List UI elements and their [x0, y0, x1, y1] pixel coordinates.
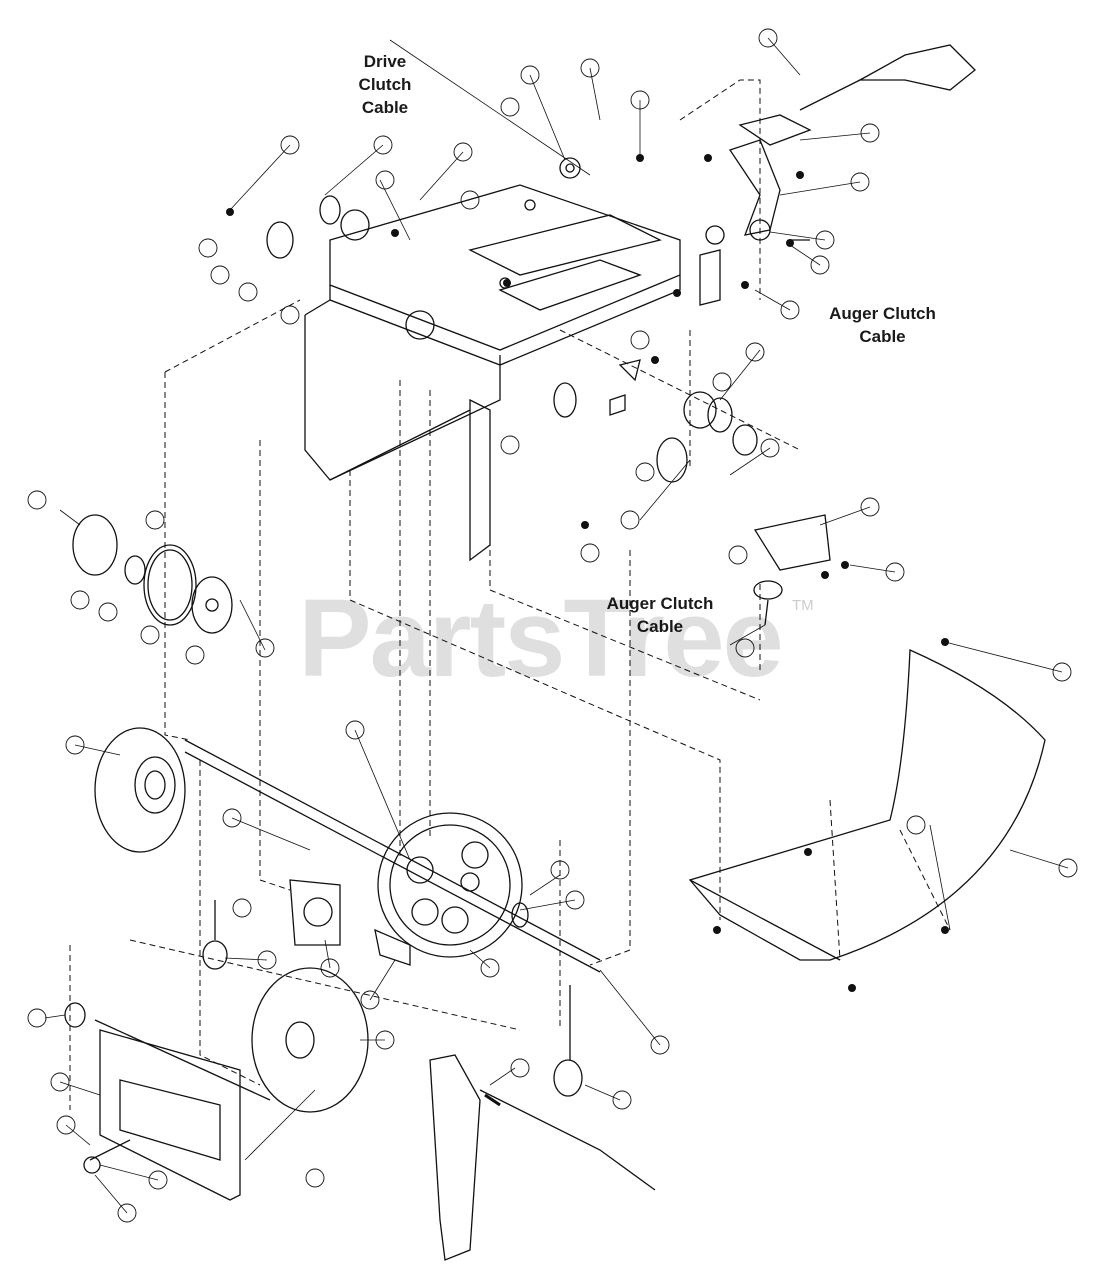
drive-clutch-cable-line3: Cable	[361, 98, 409, 117]
hardware-nuts	[226, 154, 949, 992]
drive-clutch-cable-line2: Clutch	[358, 75, 412, 94]
auger-clutch-cable-upper-line1: Auger Clutch	[829, 304, 936, 323]
auger-clutch-cable-lower-line2: Cable	[636, 617, 684, 636]
lower-bracket-cable	[429, 1054, 656, 1261]
auger-clutch-cable-upper-line2: Cable	[859, 327, 906, 346]
friction-wheel-assembly	[72, 514, 233, 634]
auger-clutch-cable-lower-line1: Auger Clutch	[606, 594, 714, 613]
auger-clutch-cable-upper-label: Auger Clutch Cable	[815, 302, 950, 348]
axle-and-gear	[184, 739, 601, 973]
bottom-shield	[688, 649, 1046, 961]
dashed-assembly-lines	[69, 79, 951, 1110]
auger-clutch-cable-lower-label: Auger Clutch Cable	[595, 592, 725, 638]
shift-bracket	[64, 1002, 271, 1201]
partstree-watermark: PartsTree	[298, 577, 783, 700]
drive-clutch-cable-line1: Drive	[363, 52, 407, 71]
auger-linkage	[699, 44, 976, 306]
chassis-frame	[304, 184, 681, 562]
upper-pulleys	[266, 157, 758, 483]
auger-idler-bracket	[753, 514, 831, 626]
callout-circles	[27, 28, 1078, 1223]
friction-disc	[251, 967, 369, 1113]
drive-clutch-cable-label: Drive Clutch Cable	[345, 50, 425, 119]
drive-plate	[94, 727, 186, 853]
trademark-mark: TM	[792, 597, 814, 614]
eye-bolts	[202, 900, 583, 1097]
